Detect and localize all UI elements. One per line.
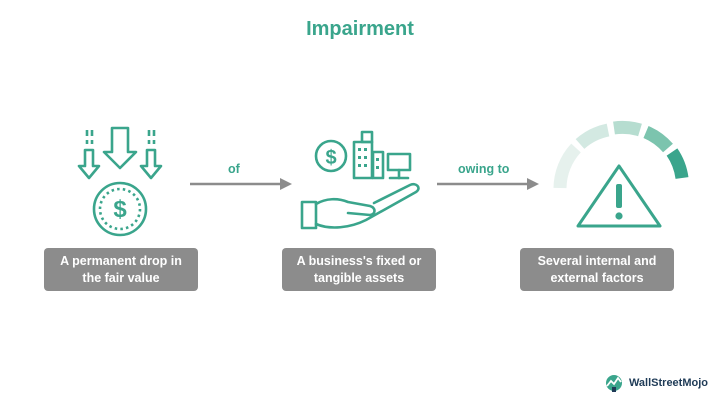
- step-box-factors: Several internal and external factors: [520, 248, 674, 291]
- svg-text:$: $: [113, 196, 127, 223]
- connector-label-owing-to: owing to: [458, 162, 510, 176]
- connector-arrow-1: [190, 178, 292, 190]
- step-box-line: A business's fixed or: [296, 253, 422, 268]
- connector-arrow-2: [437, 178, 539, 190]
- step-box-line: Several internal and: [537, 253, 657, 268]
- brand-name: WallStreetMojo: [628, 377, 708, 389]
- connector-label-of: of: [228, 162, 240, 176]
- step-box-fair-value-drop: A permanent drop in the fair value: [44, 248, 198, 291]
- step-box-line: A permanent drop in: [60, 253, 182, 268]
- page-title: Impairment: [306, 18, 414, 40]
- step-box-line: the fair value: [82, 270, 160, 285]
- warning-gauge-icon: [553, 120, 689, 228]
- falling-value-coin-icon: $: [77, 126, 163, 237]
- svg-text:$: $: [325, 147, 336, 169]
- assets-in-hand-icon: $: [300, 130, 420, 230]
- step-box-line: external factors: [550, 270, 644, 285]
- wallstreetmojo-logo-icon: [605, 375, 622, 392]
- step-box-fixed-assets: A business's fixed or tangible assets: [282, 248, 436, 291]
- step-box-line: tangible assets: [313, 270, 405, 285]
- brand-logo: WallStreetMojo: [603, 373, 708, 393]
